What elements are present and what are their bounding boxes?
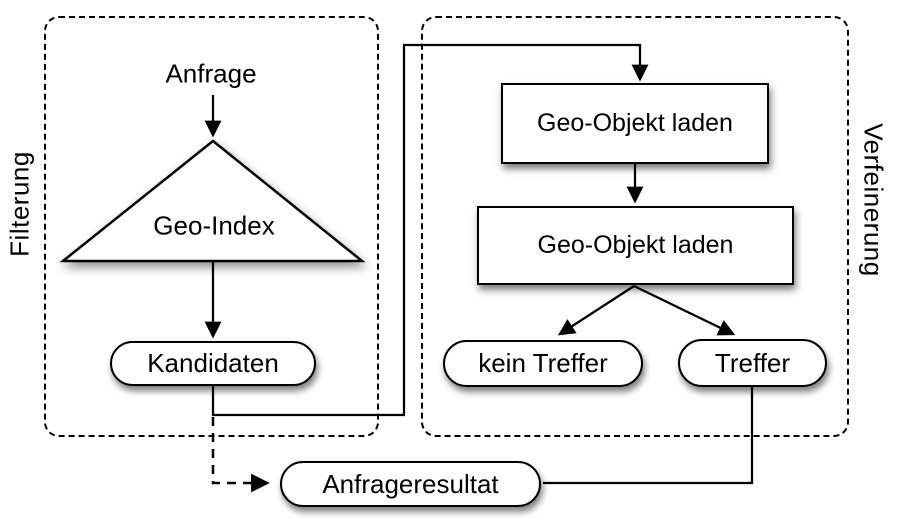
- anfrageresultat-label: Anfrageresultat: [322, 468, 499, 499]
- geo-index-triangle: [59, 139, 366, 263]
- filtering-phase-box: [44, 16, 379, 437]
- filtering-phase-label: Filterung: [4, 151, 35, 257]
- refinement-phase-box: [421, 16, 849, 437]
- edge-load2-to-treffer: [633, 284, 736, 336]
- kandidaten-node: Kandidaten: [110, 341, 316, 386]
- edge-load2-to-keintreffer: [557, 285, 635, 336]
- edge-treffer-to-anfrageresultat: [543, 387, 754, 485]
- geo-objekt-laden-node-2: Geo-Objekt laden: [477, 206, 794, 285]
- refinement-phase-label: Verfeinerung: [858, 123, 889, 277]
- kein-treffer-label: kein Treffer: [478, 348, 608, 378]
- geo-index-label: Geo-Index: [153, 210, 275, 241]
- geo-objekt-laden-node-1: Geo-Objekt laden: [501, 83, 769, 164]
- kein-treffer-node: kein Treffer: [443, 340, 643, 387]
- anfrageresultat-node: Anfrageresultat: [280, 461, 541, 507]
- edge-kandidaten-to-load1: [211, 43, 649, 417]
- geo-objekt-laden-1-label: Geo-Objekt laden: [537, 109, 733, 137]
- treffer-label: Treffer: [714, 347, 791, 378]
- edge-kandidaten-to-anfrageresultat-dashed: [211, 417, 270, 493]
- anfrage-node-label: Anfrage: [165, 58, 257, 89]
- geo-objekt-laden-2-label: Geo-Objekt laden: [537, 231, 734, 259]
- treffer-node: Treffer: [678, 339, 827, 387]
- kandidaten-label: Kandidaten: [147, 348, 279, 378]
